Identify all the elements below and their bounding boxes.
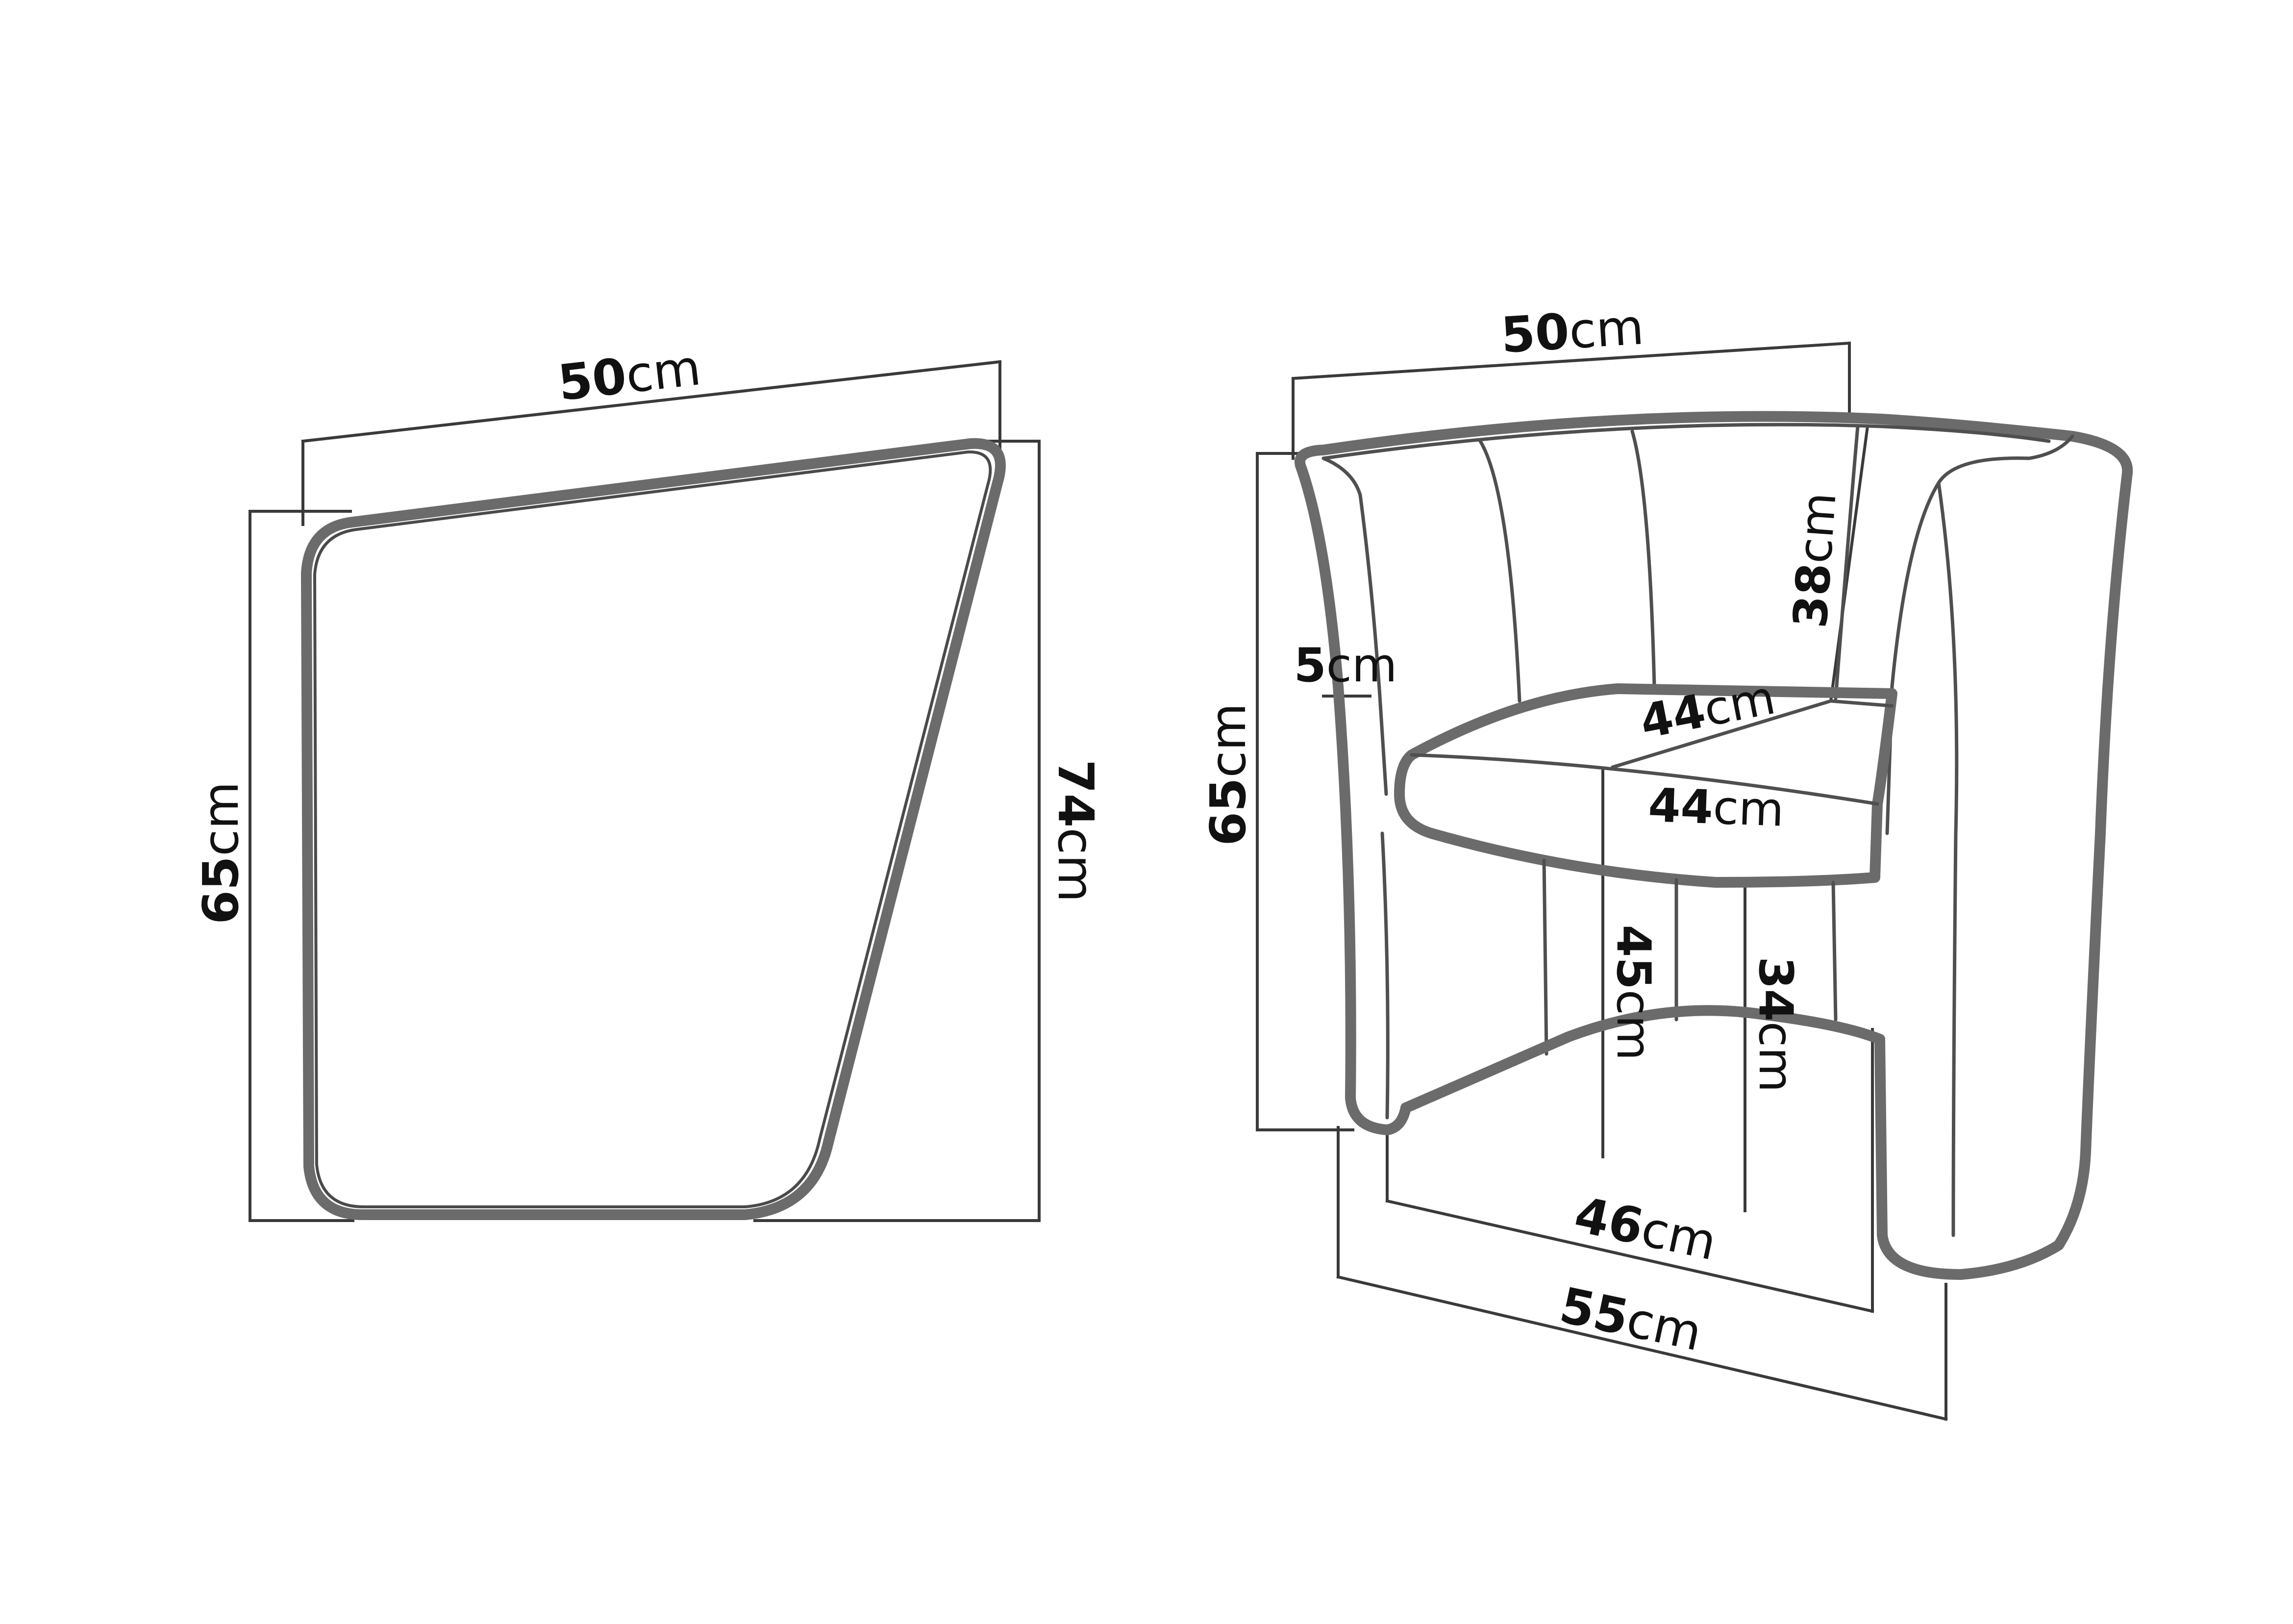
depth-unit: cm — [1622, 1291, 1707, 1362]
chair-right-side — [1874, 468, 2133, 1280]
inner-base-width-value: 46 — [1570, 1186, 1648, 1256]
seat-rear-height-value: 34 — [1748, 957, 1802, 1022]
backrest-height-dim-line — [1829, 425, 1869, 703]
backrest-height-value: 38 — [1784, 561, 1842, 630]
seat-width-label: 44cm — [1647, 778, 1785, 837]
seat-rear-height-unit: cm — [1748, 1022, 1802, 1093]
back-panel-line-2 — [1630, 429, 1656, 688]
depth-label: 55cm — [1555, 1276, 1707, 1362]
front-height-label: 65cm — [1199, 703, 1257, 846]
side-width-unit: cm — [623, 339, 704, 404]
back-panel-line-3 — [1834, 425, 1860, 700]
svg-text:50cm: 50cm — [1499, 298, 1645, 364]
side-front-height-unit: cm — [192, 781, 249, 856]
svg-text:50cm: 50cm — [555, 339, 704, 412]
svg-text:38cm: 38cm — [1784, 491, 1847, 630]
side-view-dimension-lines — [249, 360, 1041, 1222]
front-height-value: 65 — [1199, 778, 1257, 846]
depth-value: 55 — [1555, 1276, 1633, 1347]
svg-text:44cm: 44cm — [1647, 778, 1785, 837]
svg-text:55cm: 55cm — [1555, 1276, 1707, 1362]
inner-base-dim-line — [1385, 1199, 1874, 1313]
svg-text:45cm: 45cm — [1606, 925, 1660, 1061]
side-view-outline — [301, 438, 1006, 1220]
front-width-dim-line — [1291, 341, 1851, 380]
chair-right-arm-inner — [1885, 434, 2074, 835]
svg-text:65cm: 65cm — [1199, 703, 1257, 846]
front-arch — [1400, 1005, 1885, 1113]
chair-left-front-panel — [1380, 831, 1390, 1120]
seat-width-unit: cm — [1712, 781, 1785, 837]
front-width-label: 50cm — [1499, 298, 1645, 364]
seat-front-height-value: 45 — [1606, 925, 1660, 990]
front-skirt-line-1 — [1542, 858, 1548, 1056]
front-view: 50cm 65cm 38cm 5cm 44cm 44cm — [1199, 298, 2133, 1421]
chair-left-side — [1296, 463, 1411, 1135]
side-back-height-unit: cm — [1047, 827, 1104, 902]
seat-depth-value: 44 — [1636, 684, 1710, 750]
side-width-label: 50cm — [555, 339, 704, 412]
chair-left-arm-inner — [1321, 456, 1388, 796]
seat-cushion-front-edge — [1410, 753, 1879, 806]
backrest-height-label: 38cm — [1784, 491, 1847, 630]
seat-front-height-label: 45cm — [1606, 925, 1660, 1061]
seat-cushion-top-line — [1611, 699, 1894, 769]
back-panel-line-1 — [1478, 439, 1521, 703]
svg-text:74cm: 74cm — [1047, 759, 1104, 902]
seat-depth-unit: cm — [1699, 671, 1779, 737]
tub-chair — [1295, 411, 2133, 1280]
armrest-thickness-value: 5 — [1294, 639, 1326, 693]
seat-front-height-unit: cm — [1606, 990, 1660, 1061]
front-width-value: 50 — [1499, 303, 1571, 364]
side-width-dim-line — [301, 360, 1002, 443]
seat-width-value: 44 — [1647, 778, 1714, 835]
side-back-height-label: 74cm — [1047, 759, 1104, 902]
armrest-thickness-label: 5cm — [1294, 639, 1397, 693]
seat-cushion — [1394, 683, 1897, 888]
backrest-height-unit: cm — [1788, 491, 1847, 565]
svg-text:65cm: 65cm — [192, 781, 249, 924]
side-width-value: 50 — [555, 347, 630, 412]
svg-text:34cm: 34cm — [1748, 957, 1802, 1093]
side-view-outline-inner — [313, 450, 992, 1208]
svg-text:44cm: 44cm — [1636, 671, 1779, 750]
chair-back-rim-inner — [1321, 423, 2051, 460]
front-skirt-line-3 — [1831, 880, 1838, 1022]
svg-text:5cm: 5cm — [1294, 639, 1397, 693]
side-view: 50cm 74cm 65cm — [192, 339, 1104, 1222]
front-width-unit: cm — [1568, 298, 1645, 360]
front-height-unit: cm — [1199, 703, 1257, 777]
side-front-height-value: 65 — [192, 856, 249, 924]
seat-rear-height-label: 34cm — [1748, 957, 1802, 1093]
side-back-height-value: 74 — [1047, 759, 1104, 827]
armrest-thickness-unit: cm — [1326, 639, 1397, 693]
chair-right-arm-front — [1937, 481, 1959, 1237]
depth-dim-line — [1336, 1275, 1948, 1421]
side-front-height-label: 65cm — [192, 781, 249, 924]
seat-depth-label: 44cm — [1636, 671, 1779, 750]
